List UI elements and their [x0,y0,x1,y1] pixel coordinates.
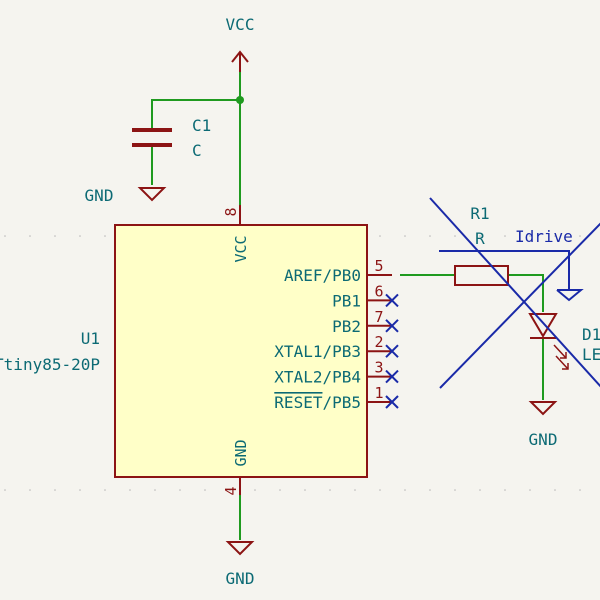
ic-pin-name: PB2 [332,317,361,336]
gnd-power-symbol-ic[interactable]: GND [225,541,255,588]
grid-dot [29,235,31,237]
grid-dot [204,489,206,491]
resistor-r1[interactable]: R1 R [454,204,509,286]
gnd-power-symbol-cap[interactable]: GND [85,186,167,205]
resistor-body [454,265,509,286]
u1-ref: U1 [81,329,100,348]
gnd-ic-label: GND [226,569,255,588]
grid-dot [379,235,381,237]
led-d1[interactable]: D1 LED [528,313,600,370]
net-label-line [439,250,570,290]
wires [151,72,544,540]
c1-value: C [192,141,202,160]
grid-dot [479,489,481,491]
gnd-power-symbol-led[interactable]: GND [528,401,558,449]
d1-value: LED [582,345,600,364]
grid-dot [279,489,281,491]
grid-dot [54,489,56,491]
ic-pin-number: 6 [374,282,383,300]
u1-value: ATtiny85-20P [0,355,100,374]
d1-ref: D1 [582,325,600,344]
exclusion-cross-icon [429,197,600,389]
grid-dot [504,235,506,237]
grid-dot [554,235,556,237]
no-connect-icon [385,369,399,384]
grid-dot [229,489,231,491]
grid-dot [429,235,431,237]
grid-dot [29,489,31,491]
grid-dot [579,235,581,237]
grid-dot [454,489,456,491]
grid-dot [529,489,531,491]
wire-vcc-cap[interactable] [151,99,240,128]
grid-dot [254,489,256,491]
gnd-led-label: GND [529,430,558,449]
ic-pin-number: 7 [374,308,383,326]
no-connect-icon [385,395,399,409]
r1-ref: R1 [470,204,489,223]
no-connect-icon [385,293,399,308]
ic-pin-number: 5 [374,257,383,275]
capacitor-c1[interactable]: C1 C [132,116,211,160]
r1-value: R [475,229,485,248]
led-triangle-icon [528,313,558,338]
junction-dot [236,96,244,104]
grid-dot [579,489,581,491]
vcc-label: VCC [226,15,255,34]
ic-pin-number: 3 [374,359,383,377]
ic-pin-name: XTAL1/PB3 [274,342,361,361]
grid-dot [179,489,181,491]
gnd-pin-name: GND [232,439,250,466]
no-connect-icon [385,319,399,333]
vcc-pin-number: 8 [222,207,240,216]
ic-pin-name: PB1 [332,291,361,310]
grid-dot [104,235,106,237]
ground-icon [225,541,255,556]
grid-dot [79,235,81,237]
grid-dot [379,489,381,491]
grid-dot [54,235,56,237]
grid-dot [479,235,481,237]
ground-icon [528,401,558,416]
grid-dot [4,235,6,237]
net-label-idrive[interactable]: Idrive [439,227,584,302]
ic-pin-number: 1 [374,384,383,402]
grid-dot [4,489,6,491]
no-connect-icon [385,344,399,358]
grid-dot [454,235,456,237]
grid-dot [129,489,131,491]
net-ground-icon [556,289,584,302]
grid-dot [304,489,306,491]
ic-pin-number: 2 [374,333,383,351]
c1-ref: C1 [192,116,211,135]
ic-body [114,224,368,478]
ic-pin-name: AREF/PB0 [284,266,361,285]
grid-dot [329,489,331,491]
vcc-power-symbol[interactable]: VCC [226,15,255,72]
vcc-pin-name: VCC [232,235,250,262]
grid-dot [104,489,106,491]
grid-dot [554,489,556,491]
grid-dot [354,489,356,491]
grid-dot [404,489,406,491]
led-emission-arrow-1 [553,344,567,359]
grid-dot [404,235,406,237]
grid-dot [529,235,531,237]
grid-dot [79,489,81,491]
wire-resistor-led[interactable] [508,274,544,312]
ground-icon [137,187,167,202]
gnd-pin-number: 4 [222,486,240,495]
grid-dot [504,489,506,491]
grid-dot [154,489,156,491]
gnd-cap-label: GND [85,186,114,205]
led-emission-arrow-2 [555,355,569,370]
grid-dot [429,489,431,491]
ic-pin-name-overbar: RESET/PB5 [274,393,361,412]
net-label-text: Idrive [515,227,573,246]
ic-pin-name: XTAL2/PB4 [274,368,361,387]
